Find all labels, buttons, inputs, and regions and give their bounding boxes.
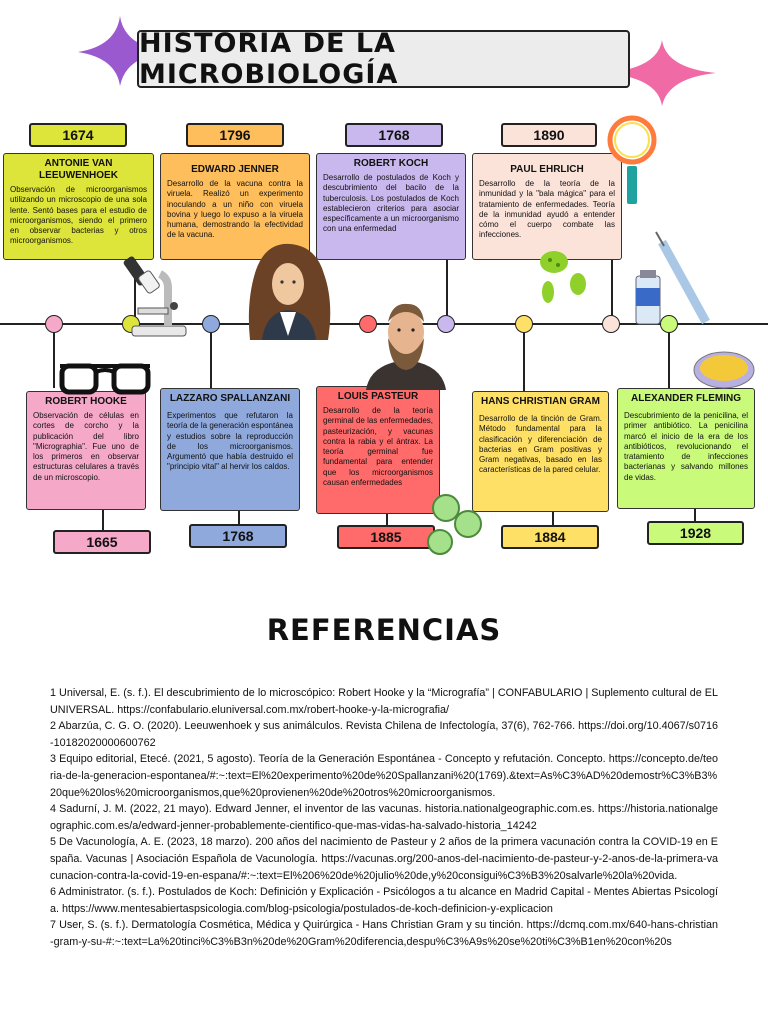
- reference-item: 5 De Vacunología, A. E. (2023, 18 marzo)…: [50, 836, 718, 882]
- timeline-dot: [359, 315, 377, 333]
- event-card-gram: HANS CHRISTIAN GRAM Desarrollo de la tin…: [472, 391, 609, 512]
- event-description: Descubrimiento de la penicilina, el prim…: [624, 411, 748, 482]
- event-name: EDWARD JENNER: [191, 164, 279, 175]
- connector-line: [386, 514, 388, 526]
- event-description: Desarrollo de la vacuna contra la viruel…: [167, 179, 303, 240]
- connector-line: [102, 510, 104, 530]
- reference-item: 1 Universal, E. (s. f.). El descubrimien…: [50, 687, 718, 716]
- references-title: REFERENCIAS: [266, 613, 502, 647]
- connector-line: [552, 512, 554, 526]
- connector-line: [134, 260, 136, 318]
- timeline-dot: [602, 315, 620, 333]
- connector-line: [668, 333, 670, 388]
- event-name: PAUL EHRLICH: [510, 164, 584, 175]
- year-badge: 1928: [647, 521, 744, 545]
- year-badge: 1890: [501, 123, 597, 147]
- reference-item: 6 Administrator. (s. f.). Postulados de …: [50, 886, 718, 915]
- sparkle-icon: [606, 40, 716, 106]
- reference-item: 2 Abarzúa, C. G. O. (2020). Leeuwenhoek …: [50, 720, 719, 749]
- reference-item: 7 User, S. (s. f.). Dermatología Cosméti…: [50, 919, 718, 948]
- event-description: Desarrollo de la teoría germinal de las …: [323, 406, 433, 488]
- event-card-hooke: ROBERT HOOKE Observación de células en c…: [26, 391, 146, 510]
- timeline-axis: [0, 323, 768, 325]
- event-card-spallanzani: LAZZARO SPALLANZANI Experimentos que ref…: [160, 388, 300, 511]
- connector-line: [238, 511, 240, 525]
- connector-line: [446, 260, 448, 316]
- bacteria-icon: [427, 494, 482, 555]
- connector-line: [694, 509, 696, 521]
- event-card-pasteur: LOUIS PASTEUR Desarrollo de la teoría ge…: [316, 386, 440, 514]
- event-name: LOUIS PASTEUR: [337, 391, 419, 402]
- event-name: ROBERT HOOKE: [45, 396, 127, 407]
- sparkle-icon: [78, 16, 168, 86]
- event-card-fleming: ALEXANDER FLEMING Descubrimiento de la p…: [617, 388, 755, 509]
- event-card-koch: ROBERT KOCH Desarrollo de postulados de …: [316, 153, 466, 260]
- year-badge: 1885: [337, 525, 435, 549]
- timeline-dot: [45, 315, 63, 333]
- event-description: Observación de microorganismos utilizand…: [10, 185, 147, 246]
- bacteria-icon: [540, 251, 586, 303]
- event-description: Observación de células en cortes de corc…: [33, 411, 139, 482]
- event-name: LAZZARO SPALLANZANI: [169, 393, 291, 404]
- connector-line: [53, 333, 55, 388]
- page-title: HISTORIA DE LA MICROBIOLOGÍA: [137, 28, 630, 90]
- timeline-dot: [437, 315, 455, 333]
- reference-item: 3 Equipo editorial, Etecé. (2021, 5 agos…: [50, 753, 718, 799]
- event-name: ROBERT KOCH: [353, 158, 429, 169]
- event-description: Desarrollo de postulados de Koch y descu…: [323, 173, 459, 234]
- event-description: Experimentos que refutaron la teoría de …: [167, 411, 293, 472]
- glasses-icon: [59, 363, 151, 395]
- petri-dish-icon: [693, 351, 755, 389]
- year-badge: 1796: [186, 123, 284, 147]
- year-badge: 1768: [189, 524, 287, 548]
- event-name: ANTONIE VAN LEEUWENHOEK: [39, 158, 118, 181]
- event-card-ehrlich: PAUL EHRLICH Desarrollo de la teoría de …: [472, 153, 622, 260]
- event-description: Desarrollo de la tinción de Gram. Método…: [479, 414, 602, 475]
- event-description: Desarrollo de la teoría de la inmunidad …: [479, 179, 615, 240]
- year-badge: 1884: [501, 525, 599, 549]
- reference-item: 4 Sadurní, J. M. (2022, 21 mayo). Edward…: [50, 803, 718, 832]
- year-badge: 1768: [345, 123, 443, 147]
- connector-line: [611, 260, 613, 316]
- microscope-icon: [123, 256, 187, 337]
- event-card-jenner: EDWARD JENNER Desarrollo de la vacuna co…: [160, 153, 310, 260]
- connector-line: [523, 333, 525, 391]
- timeline-dot: [202, 315, 220, 333]
- timeline-dot: [660, 315, 678, 333]
- portrait-jenner: [248, 243, 331, 340]
- timeline-dot: [515, 315, 533, 333]
- vaccine-icon: [635, 231, 710, 325]
- magnifier-icon: [607, 115, 657, 204]
- references-list: 1 Universal, E. (s. f.). El descubrimien…: [50, 685, 718, 951]
- event-card-leeuwenhoek: ANTONIE VAN LEEUWENHOEK Observación de m…: [3, 153, 154, 260]
- event-name: HANS CHRISTIAN GRAM: [481, 396, 600, 407]
- connector-line: [210, 333, 212, 388]
- year-badge: 1665: [53, 530, 151, 554]
- portrait-pasteur: [366, 303, 446, 390]
- event-name: ALEXANDER FLEMING: [631, 393, 741, 404]
- year-badge: 1674: [29, 123, 127, 147]
